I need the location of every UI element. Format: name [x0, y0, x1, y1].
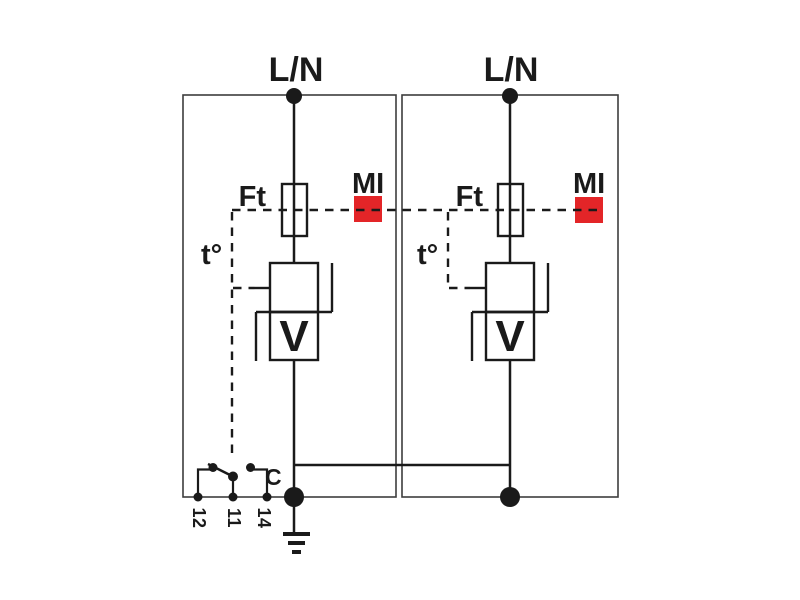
varistor-label-left: V [279, 312, 309, 361]
contact-point-14 [246, 463, 255, 472]
varistor-label-right: V [495, 312, 525, 361]
module-outline-left [182, 94, 397, 498]
terminal-label-14: 14 [254, 507, 274, 528]
terminal-dot-11 [228, 492, 238, 502]
circuit-left [254, 96, 334, 497]
monitoring-indicator-label-right: MI [573, 168, 605, 200]
circuit-right [470, 96, 550, 497]
contact-point-12 [208, 463, 218, 472]
terminal-dot-14 [262, 492, 272, 502]
earth-terminal-dot-left [284, 487, 304, 507]
disconnector-symbol-left [268, 261, 320, 314]
line-terminal-dot-left [286, 88, 302, 104]
mechanical-linkage-dashed [230, 208, 602, 457]
terminal-dot-12 [193, 492, 203, 502]
fuse-label-right: Ft [456, 181, 484, 213]
contact-lead-12 [196, 468, 210, 497]
contact-common-label: C [265, 464, 282, 490]
terminal-label-11: 11 [224, 508, 244, 528]
line-terminal-dot-right [502, 88, 518, 104]
earth-terminal-dot-right [500, 487, 520, 507]
thermal-label-right: t° [417, 239, 438, 271]
disconnector-symbol-right [484, 261, 536, 314]
line-terminal-label-left: L/N [269, 51, 324, 89]
remote-signalling-contact [193, 462, 272, 502]
thermal-label-left: t° [201, 239, 222, 271]
terminal-label-12: 12 [189, 507, 209, 528]
line-terminal-label-right: L/N [484, 51, 539, 89]
contact-lead-14 [254, 468, 269, 497]
monitoring-indicator-label-left: MI [352, 168, 384, 200]
ground-icon [283, 505, 310, 554]
fuse-label-left: Ft [239, 181, 267, 213]
contact-pivot-11 [228, 471, 238, 482]
